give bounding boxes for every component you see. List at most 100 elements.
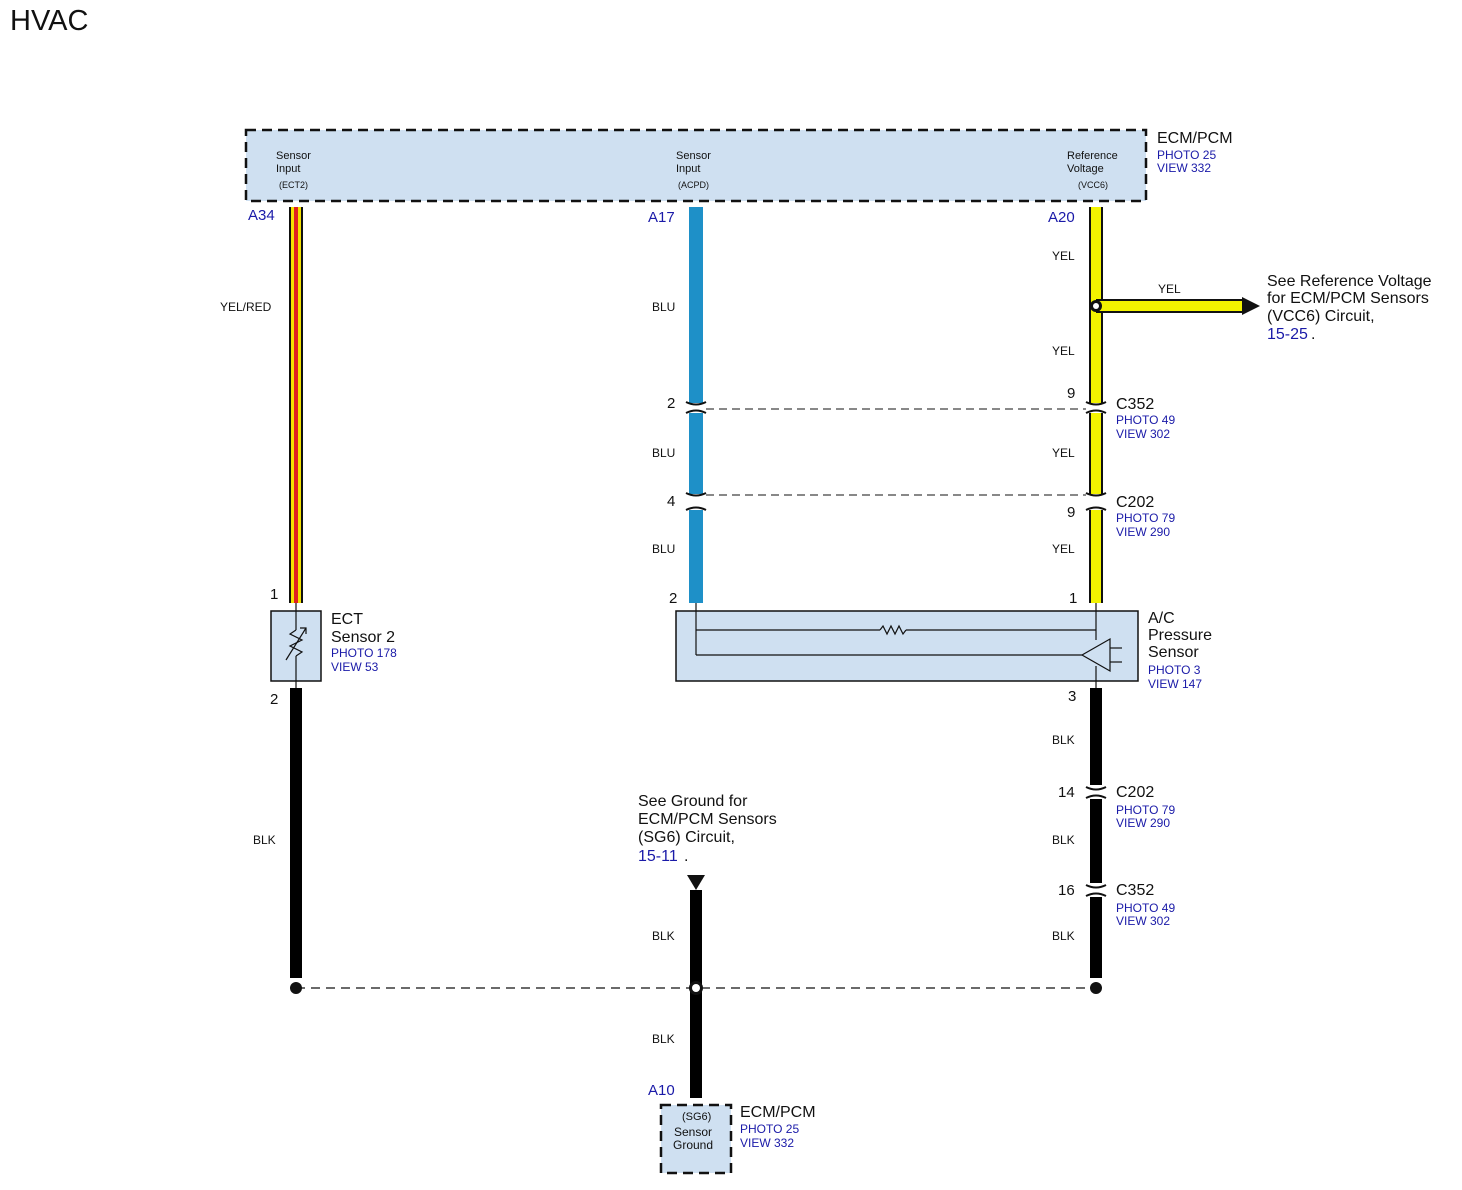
c202-bot-photo[interactable]: PHOTO 79 <box>1116 803 1175 817</box>
c202-top-pin-blu: 4 <box>667 493 675 510</box>
wire-label-blk-m2: BLK <box>652 1032 675 1046</box>
connector-c202-bot <box>1085 786 1107 799</box>
wire-label-yel-branch: YEL <box>1158 282 1181 296</box>
ref-voltage-link[interactable]: 15-25 <box>1267 326 1308 343</box>
c352-bot-photo[interactable]: PHOTO 49 <box>1116 901 1175 915</box>
wire-blu <box>689 207 703 603</box>
ref-voltage-period: . <box>1311 326 1315 343</box>
ac-name3: Sensor <box>1148 644 1199 661</box>
pin-label-1: Reference <box>1067 150 1118 162</box>
pin-label-2: Voltage <box>1067 163 1104 175</box>
c352-top-name: C352 <box>1116 396 1154 413</box>
ecm-bot-label3: Ground <box>673 1138 713 1152</box>
c352-top-pin-yel: 9 <box>1067 385 1075 402</box>
wire-label-yel-2: YEL <box>1052 344 1075 358</box>
ect-name2: Sensor 2 <box>331 629 395 646</box>
pin-id-a17: A17 <box>648 209 675 226</box>
ac-name1: A/C <box>1148 610 1175 627</box>
ecm-bot-pin: A10 <box>648 1082 675 1099</box>
pin-label-2: Input <box>676 163 700 175</box>
ref-voltage-line1: See Reference Voltage <box>1267 273 1432 290</box>
wire-label-blu-3: BLU <box>652 542 675 556</box>
ecm-pin-acpd: Sensor Input (ACPD) A17 <box>648 150 711 226</box>
c202-top-view[interactable]: VIEW 290 <box>1116 525 1170 539</box>
ect-pin-bot: 2 <box>270 691 278 708</box>
pin-label-3: (ECT2) <box>279 180 308 190</box>
ect-photo[interactable]: PHOTO 178 <box>331 646 397 660</box>
ground-note-line2: ECM/PCM Sensors <box>638 811 777 828</box>
ac-pin-left: 2 <box>669 590 677 607</box>
c202-bot-view[interactable]: VIEW 290 <box>1116 816 1170 830</box>
pin-label-1: Sensor <box>676 150 711 162</box>
ecm-top-box <box>244 128 1148 203</box>
ecm-bottom-box <box>659 1103 733 1175</box>
ac-name2: Pressure <box>1148 627 1212 644</box>
ecm-bot-label1: (SG6) <box>682 1111 711 1123</box>
c202-top-pin-yel: 9 <box>1067 504 1075 521</box>
thermistor-icon <box>285 603 307 688</box>
pin-label-3: (VCC6) <box>1078 180 1108 190</box>
ecm-bot-view[interactable]: VIEW 332 <box>740 1136 794 1150</box>
ecm-bot-label2: Sensor <box>674 1125 712 1139</box>
ground-arrow-icon <box>687 875 705 890</box>
ac-photo[interactable]: PHOTO 3 <box>1148 663 1201 677</box>
wire-label-blk-r1: BLK <box>1052 733 1075 747</box>
ref-voltage-line3: (VCC6) Circuit, <box>1267 308 1375 325</box>
wire-label-blk-left: BLK <box>253 833 276 847</box>
c202-bot-pin: 14 <box>1058 784 1075 801</box>
page-title: HVAC <box>10 5 88 37</box>
ac-view[interactable]: VIEW 147 <box>1148 677 1202 691</box>
wire-label-yel-red: YEL/RED <box>220 300 272 314</box>
pin-label-3: (ACPD) <box>678 180 709 190</box>
connector-c352-bot <box>1085 884 1107 897</box>
c352-bot-name: C352 <box>1116 882 1154 899</box>
pin-label-2: Input <box>276 163 300 175</box>
ac-pin-right: 1 <box>1069 590 1077 607</box>
ground-note-line3: (SG6) Circuit, <box>638 829 735 846</box>
wire-yel-branch <box>1090 297 1260 315</box>
wire-label-yel-1: YEL <box>1052 249 1075 263</box>
ecm-bot-photo[interactable]: PHOTO 25 <box>740 1122 799 1136</box>
wire-label-blu-2: BLU <box>652 446 675 460</box>
c352-bot-pin: 16 <box>1058 882 1075 899</box>
c202-top-photo[interactable]: PHOTO 79 <box>1116 511 1175 525</box>
c202-top-name: C202 <box>1116 494 1154 511</box>
wire-label-blk-r2: BLK <box>1052 833 1075 847</box>
c352-top-pin-blu: 2 <box>667 395 675 412</box>
ac-sensor-internal <box>695 603 1122 688</box>
c202-bot-name: C202 <box>1116 784 1154 801</box>
c352-bot-view[interactable]: VIEW 302 <box>1116 914 1170 928</box>
wire-blk-right <box>1090 688 1102 978</box>
wire-blk-left <box>290 688 302 978</box>
wire-yel-red <box>289 207 303 603</box>
c352-top-photo[interactable]: PHOTO 49 <box>1116 413 1175 427</box>
ecm-top-name: ECM/PCM <box>1157 130 1233 147</box>
wire-label-yel-4: YEL <box>1052 542 1075 556</box>
ect-name1: ECT <box>331 611 363 628</box>
ecm-pin-vcc6: Reference Voltage (VCC6) A20 <box>1048 150 1118 226</box>
ecm-bot-name: ECM/PCM <box>740 1104 816 1121</box>
ground-note-period: . <box>684 848 688 865</box>
wire-label-blk-r3: BLK <box>1052 929 1075 943</box>
ground-note-link[interactable]: 15-11 <box>638 848 678 865</box>
c352-top-view[interactable]: VIEW 302 <box>1116 427 1170 441</box>
wire-label-blu-1: BLU <box>652 300 675 314</box>
pin-id-a34: A34 <box>248 207 275 224</box>
ac-sensor-box <box>675 610 1139 682</box>
wire-label-yel-3: YEL <box>1052 446 1075 460</box>
ref-voltage-line2: for ECM/PCM Sensors <box>1267 290 1429 307</box>
pin-id-a20: A20 <box>1048 209 1075 226</box>
ecm-top-photo[interactable]: PHOTO 25 <box>1157 148 1216 162</box>
connector-c352-top <box>685 401 1107 414</box>
connector-c202-top <box>685 492 1107 511</box>
pin-label-1: Sensor <box>276 150 311 162</box>
ground-splice <box>290 981 1102 995</box>
ect-view[interactable]: VIEW 53 <box>331 660 379 674</box>
ground-note-line1: See Ground for <box>638 793 748 810</box>
ecm-top-view[interactable]: VIEW 332 <box>1157 161 1211 175</box>
ecm-pin-ect2: Sensor Input (ECT2) A34 <box>248 150 311 224</box>
wire-label-blk-m1: BLK <box>652 929 675 943</box>
ac-pin-bot: 3 <box>1068 688 1076 705</box>
ect-pin-top: 1 <box>270 586 278 603</box>
